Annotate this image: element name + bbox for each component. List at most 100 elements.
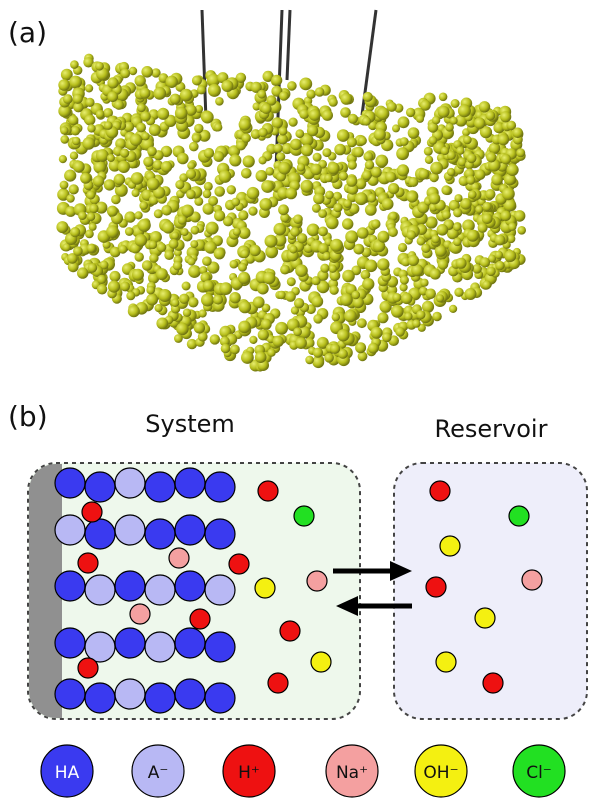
polymer-bead bbox=[84, 114, 96, 126]
polymer-bead bbox=[86, 212, 96, 221]
polymer-bead bbox=[203, 147, 215, 159]
polymer-bead bbox=[193, 322, 206, 334]
polymer-bead bbox=[438, 92, 448, 102]
polymer-bead bbox=[421, 300, 435, 313]
polymer-bead bbox=[376, 107, 390, 120]
polymer-bead bbox=[421, 243, 431, 253]
polymer-bead bbox=[336, 129, 350, 142]
polymer-bead bbox=[194, 104, 204, 114]
polymer-bead bbox=[78, 211, 87, 220]
polymer-bead bbox=[64, 169, 77, 182]
polymer-bead bbox=[399, 275, 409, 285]
polymer-bead bbox=[107, 280, 121, 293]
polymer-bead bbox=[482, 202, 492, 212]
h-plus-ion bbox=[267, 672, 289, 694]
polymer-bead bbox=[93, 160, 107, 174]
polymer-bead bbox=[497, 133, 510, 146]
polymer-bead bbox=[241, 351, 254, 364]
polymer-bead bbox=[67, 253, 78, 264]
polymer-bead bbox=[196, 85, 206, 95]
polymer-bead bbox=[508, 222, 517, 231]
polymer-bead bbox=[202, 280, 214, 292]
polymer-beads bbox=[56, 53, 526, 372]
polymer-bead bbox=[198, 309, 207, 318]
polymer-bead bbox=[351, 290, 361, 300]
polymer-bead bbox=[231, 197, 240, 207]
polymer-bead bbox=[148, 240, 158, 250]
polymer-bead bbox=[347, 113, 358, 124]
polymer-bead bbox=[232, 227, 241, 236]
polymer-bead bbox=[362, 116, 371, 126]
polymer-bead bbox=[155, 268, 168, 281]
polymer-bead bbox=[181, 281, 191, 291]
polymer-bead bbox=[513, 210, 526, 222]
polymer-bead bbox=[428, 192, 441, 205]
polymer-bead bbox=[169, 93, 181, 105]
polymer-bead bbox=[388, 211, 398, 221]
polymer-bead bbox=[450, 99, 460, 108]
polymer-bead bbox=[355, 342, 367, 354]
polymer-bead bbox=[97, 274, 107, 284]
polymer-bead bbox=[454, 287, 464, 297]
na-plus-ion bbox=[129, 603, 151, 625]
polymer-bead bbox=[430, 161, 443, 175]
polymer-bead bbox=[300, 144, 314, 157]
polymer-bead bbox=[262, 70, 274, 82]
polymer-bead bbox=[435, 294, 445, 303]
polymer-bead bbox=[123, 121, 135, 132]
polymer-bead bbox=[506, 120, 517, 131]
polymer-bead bbox=[296, 163, 306, 172]
polymer-bead bbox=[457, 104, 471, 118]
polymer-bead bbox=[280, 264, 290, 275]
polymer-bead bbox=[69, 151, 79, 160]
polymer-bead bbox=[293, 214, 303, 224]
a-minus-bead bbox=[84, 574, 116, 606]
ha-bead bbox=[114, 627, 146, 659]
polymer-bead bbox=[106, 225, 119, 239]
polymer-bead bbox=[126, 291, 136, 301]
polymer-bead bbox=[382, 332, 392, 343]
polymer-bead bbox=[318, 226, 328, 237]
h-plus-ion bbox=[81, 501, 103, 523]
polymer-bead bbox=[265, 167, 275, 176]
polymer-bead bbox=[290, 138, 302, 151]
polymer-bead bbox=[77, 267, 89, 279]
polymer-bead bbox=[238, 320, 251, 334]
polymer-bead bbox=[456, 146, 465, 155]
ha-bead bbox=[204, 471, 236, 503]
polymer-bead bbox=[314, 87, 325, 97]
polymer-bead bbox=[512, 127, 523, 139]
polymer-bead bbox=[73, 246, 83, 256]
polymer-bead bbox=[397, 116, 410, 129]
polymer-bead bbox=[194, 123, 204, 134]
polymer-bead bbox=[340, 107, 351, 118]
legend-a-minus-swatch bbox=[131, 744, 185, 798]
polymer-bead bbox=[162, 221, 175, 234]
polymer-bead bbox=[72, 93, 83, 104]
polymer-bead bbox=[353, 243, 365, 255]
polymer-bead bbox=[96, 284, 108, 295]
exchange-arrow-right-icon bbox=[333, 561, 412, 581]
h-plus-ion bbox=[257, 480, 279, 502]
polymer-bead bbox=[506, 163, 519, 176]
polymer-bead bbox=[62, 94, 73, 104]
polymer-bead bbox=[59, 180, 69, 190]
polymer-bead bbox=[338, 171, 348, 181]
polymer-bead bbox=[278, 126, 288, 136]
polymer-bead bbox=[60, 68, 73, 81]
polymer-bead bbox=[131, 188, 140, 198]
polymer-bead bbox=[151, 68, 161, 78]
polymer-bead bbox=[66, 194, 75, 203]
polymer-bead bbox=[386, 101, 397, 112]
polymer-bead bbox=[363, 151, 374, 162]
polymer-bead bbox=[280, 213, 290, 223]
polymer-bead bbox=[470, 182, 480, 192]
system-title: System bbox=[145, 410, 235, 438]
polymer-bead bbox=[187, 257, 196, 266]
polymer-bead bbox=[242, 155, 255, 168]
polymer-bead bbox=[88, 222, 97, 231]
polymer-bead bbox=[257, 282, 269, 295]
polymer-bead bbox=[221, 80, 234, 92]
polymer-bead bbox=[406, 230, 416, 240]
a-minus-bead bbox=[54, 514, 86, 546]
